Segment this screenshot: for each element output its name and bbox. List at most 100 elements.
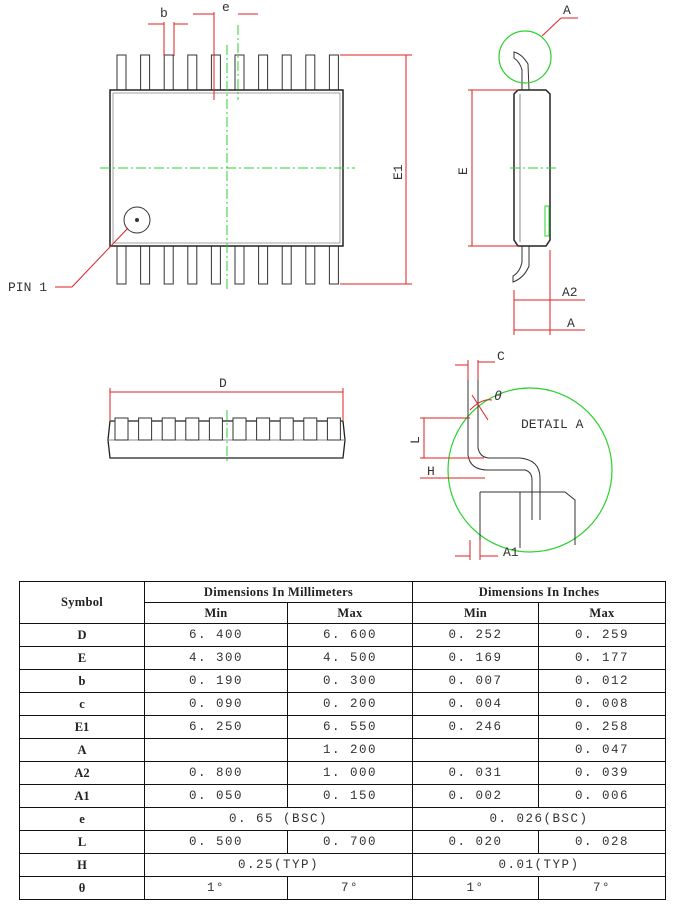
label-H: H <box>427 464 435 479</box>
cell-value: 0. 800 <box>144 761 288 785</box>
in-min-header: Min <box>412 602 539 624</box>
cell-value: 0. 090 <box>144 692 288 716</box>
label-e: e <box>222 0 230 15</box>
cell-value: 0. 050 <box>144 784 288 808</box>
cell-value: 0. 006 <box>538 784 666 808</box>
detail-A <box>420 360 613 560</box>
table-row: H 0.25(TYP) 0.01(TYP) <box>19 853 666 877</box>
pin <box>305 245 316 285</box>
in-header: Dimensions In Inches <box>412 581 666 603</box>
table-row: L 0. 500 0. 700 0. 020 0. 028 <box>19 830 666 854</box>
row-symbol: b <box>19 669 145 693</box>
cell-value: 0. 007 <box>412 669 539 693</box>
cell-value: 0. 047 <box>538 738 666 762</box>
cell-value: 4. 500 <box>287 646 413 670</box>
cell-value: 0. 500 <box>144 830 288 854</box>
table-row: A 1. 200 0. 047 <box>19 738 666 762</box>
pin <box>279 417 294 441</box>
cell-value: 0. 177 <box>538 646 666 670</box>
row-symbol: H <box>19 853 145 877</box>
cell-value: 7° <box>287 876 413 900</box>
cell-value: 0. 004 <box>412 692 539 716</box>
pin <box>116 245 127 285</box>
cell-value: 0. 65 (BSC) <box>144 807 413 831</box>
pin <box>305 54 316 91</box>
pin <box>234 245 245 285</box>
pin <box>187 245 198 285</box>
cell-value <box>412 738 539 762</box>
cell-value: 0. 150 <box>287 784 413 808</box>
cell-value: 1. 200 <box>287 738 413 762</box>
label-A-callout: A <box>563 3 571 18</box>
pin <box>140 54 151 91</box>
cell-value: 7° <box>538 876 666 900</box>
cell-value: 6. 250 <box>144 715 288 739</box>
pin <box>163 54 174 91</box>
label-theta: θ <box>494 389 502 404</box>
cell-value: 1° <box>144 876 288 900</box>
row-symbol: D <box>19 623 145 647</box>
cell-value: 0. 700 <box>287 830 413 854</box>
cell-value: 0. 008 <box>538 692 666 716</box>
front-view <box>107 417 346 459</box>
cell-value: 6. 600 <box>287 623 413 647</box>
side-view <box>512 51 551 283</box>
label-A: A <box>567 316 575 331</box>
label-E1: E1 <box>391 164 406 180</box>
cell-value <box>144 738 288 762</box>
pin <box>185 417 200 441</box>
cell-value: 0. 012 <box>538 669 666 693</box>
pin <box>258 54 269 91</box>
pin <box>138 417 153 441</box>
row-symbol: θ <box>19 876 145 900</box>
mm-header: Dimensions In Millimeters <box>144 581 413 603</box>
row-symbol: E1 <box>19 715 145 739</box>
row-symbol: A <box>19 738 145 762</box>
pin <box>256 417 271 441</box>
pin <box>258 245 269 285</box>
pin <box>281 54 292 91</box>
cell-value: 1° <box>412 876 539 900</box>
pin <box>232 417 247 441</box>
cell-value: 0. 258 <box>538 715 666 739</box>
dimension-table: Symbol Dimensions In Millimeters Dimensi… <box>19 581 666 900</box>
pin <box>116 54 127 91</box>
cell-value: 0. 300 <box>287 669 413 693</box>
cell-value: 0. 020 <box>412 830 539 854</box>
row-symbol: c <box>19 692 145 716</box>
cell-value: 4. 300 <box>144 646 288 670</box>
label-E: E <box>456 167 471 175</box>
label-L: L <box>408 436 423 444</box>
cell-value: 0. 026(BSC) <box>412 807 666 831</box>
label-A2: A2 <box>562 285 578 300</box>
cell-value: 0. 246 <box>412 715 539 739</box>
cell-value: 6. 400 <box>144 623 288 647</box>
label-pin1: PIN 1 <box>8 280 47 295</box>
label-A1: A1 <box>503 545 519 560</box>
cell-value: 0. 028 <box>538 830 666 854</box>
package-drawing: b e E1 PIN 1 A E A2 A <box>8 0 613 560</box>
pin <box>208 417 223 441</box>
table-row: e 0. 65 (BSC) 0. 026(BSC) <box>19 807 666 831</box>
pin1-marker <box>123 206 151 234</box>
label-D: D <box>219 376 227 391</box>
label-detail-A: DETAIL A <box>521 417 584 432</box>
pin <box>114 417 129 441</box>
row-symbol: L <box>19 830 145 854</box>
cell-value: 0. 039 <box>538 761 666 785</box>
row-symbol: e <box>19 807 145 831</box>
top-pins <box>116 54 339 91</box>
label-b: b <box>160 6 168 21</box>
detail-A-callout-circle <box>498 30 552 84</box>
mm-min-header: Min <box>144 602 288 624</box>
cell-value: 0. 259 <box>538 623 666 647</box>
cell-value: 0. 002 <box>412 784 539 808</box>
pin <box>187 54 198 91</box>
bottom-pins <box>116 245 339 285</box>
cell-value: 0. 200 <box>287 692 413 716</box>
